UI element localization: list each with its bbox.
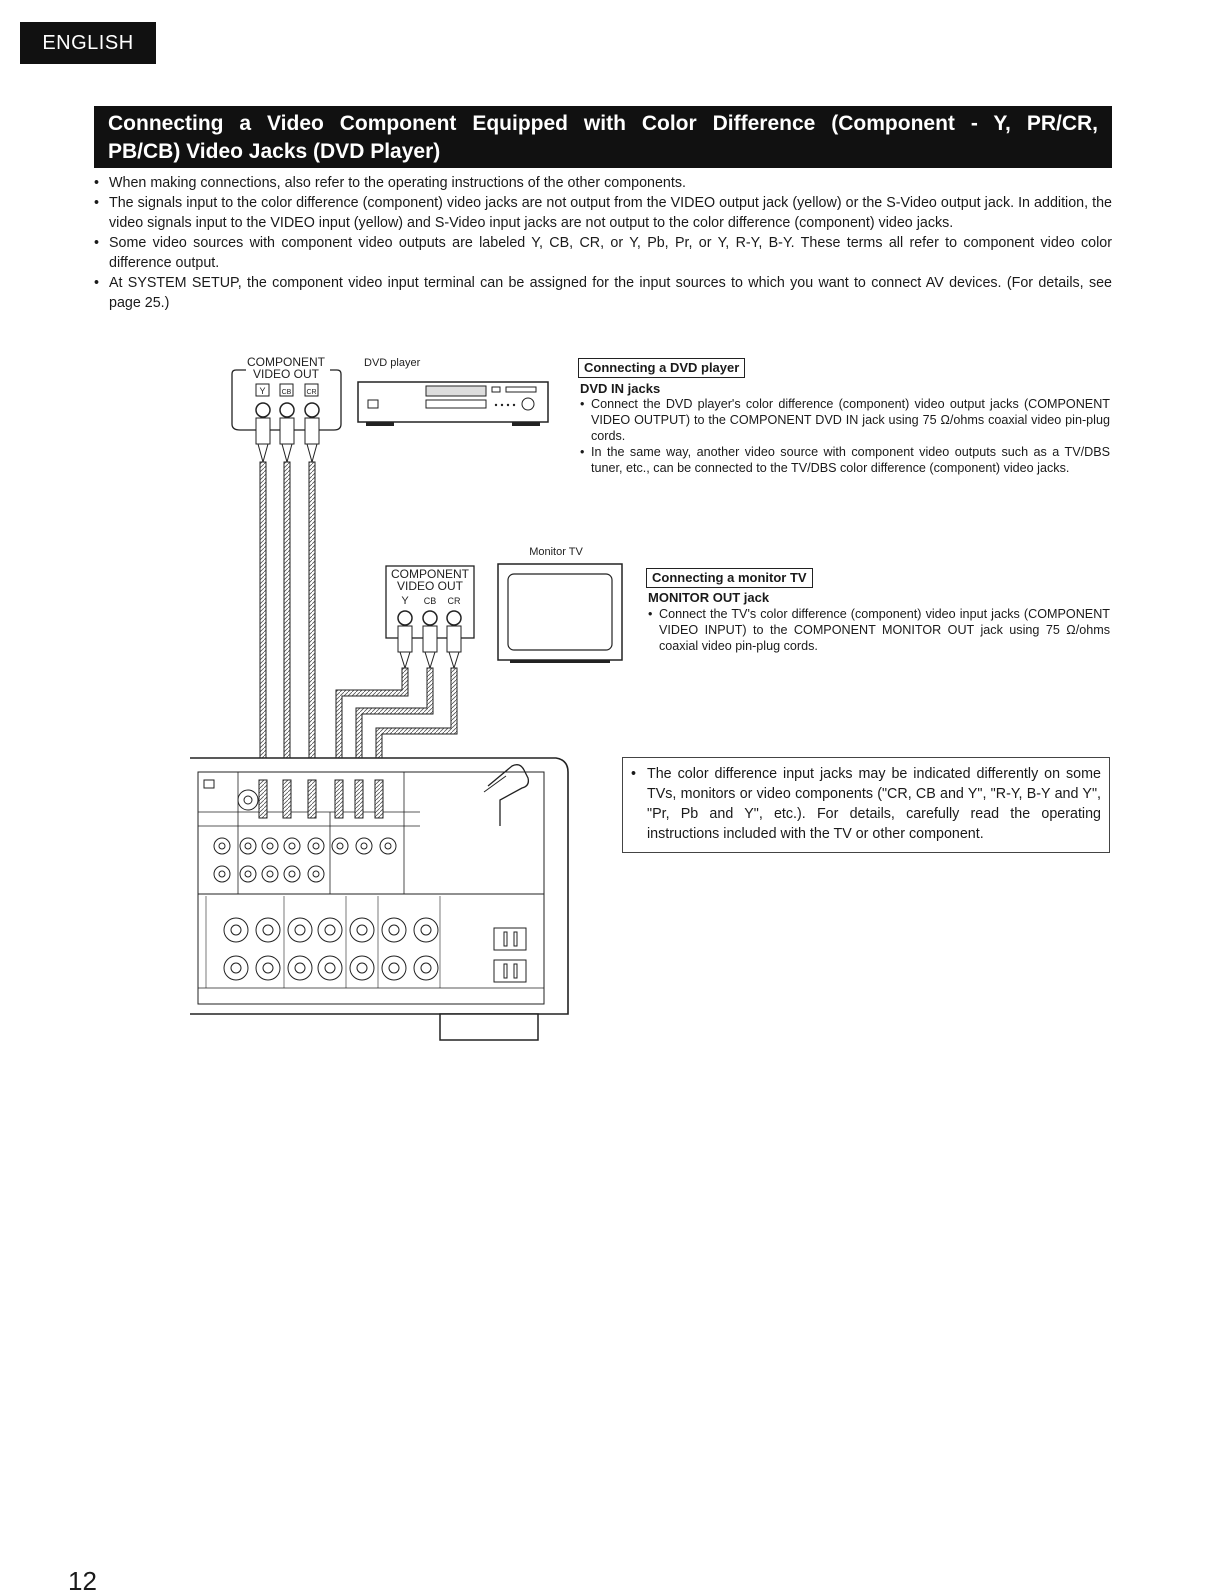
tv-cables (335, 625, 462, 781)
dvd-section-subheading: DVD IN jacks (580, 381, 661, 396)
dvd-player: DVD player (357, 357, 549, 426)
dvd-cables (255, 417, 320, 781)
dvd-component-label-1: COMPONENT (247, 355, 326, 369)
intro-bullet: The signals input to the color differenc… (92, 193, 1112, 233)
dvd-jack-cr-label: CR (306, 389, 316, 396)
dvd-section-heading: Connecting a DVD player (578, 358, 746, 378)
monitor-section-subheading: MONITOR OUT jack (648, 590, 770, 605)
dvd-jack-y-label: Y (259, 386, 265, 396)
intro-bullet: When making connections, also refer to t… (92, 173, 1112, 193)
tv-component-label-1: COMPONENT (391, 567, 470, 581)
dvd-component-label-2: VIDEO OUT (253, 367, 320, 381)
monitor-section-bullets: Connect the TV's color difference (compo… (648, 606, 1110, 654)
intro-bullet-list: When making connections, also refer to t… (92, 173, 1112, 313)
receiver-rear-panel (190, 757, 569, 1041)
tv-jack-cr-label: CR (448, 596, 461, 606)
dvd-player-label: DVD player (364, 357, 421, 369)
language-tab: ENGLISH (20, 22, 156, 64)
note-box: The color difference input jacks may be … (622, 757, 1110, 853)
tv-jack-y-label: Y (401, 595, 409, 607)
intro-bullet: At SYSTEM SETUP, the component video inp… (92, 273, 1112, 313)
intro-bullet: Some video sources with component video … (92, 233, 1112, 273)
section-title-line-2: PB/CB) Video Jacks (DVD Player) (108, 140, 441, 163)
tv-component-label-2: VIDEO OUT (397, 579, 464, 593)
monitor-section-bullet: Connect the TV's color difference (compo… (648, 606, 1110, 654)
monitor-tv: Monitor TV (497, 546, 623, 663)
dvd-section-bullet: In the same way, another video source wi… (580, 444, 1110, 476)
section-title: Connecting a Video Component Equipped wi… (94, 106, 1112, 168)
note-text: The color difference input jacks may be … (631, 764, 1101, 844)
tv-jack-cb-label: CB (424, 596, 437, 606)
dvd-section-bullets: Connect the DVD player's color differenc… (580, 396, 1110, 476)
dvd-section-bullet: Connect the DVD player's color differenc… (580, 396, 1110, 444)
monitor-section-heading: Connecting a monitor TV (646, 568, 813, 588)
page-number: 12 (68, 1566, 97, 1596)
section-title-line-1: Connecting a Video Component Equipped wi… (108, 112, 1098, 135)
dvd-jack-cb-label: CB (282, 389, 292, 396)
monitor-tv-label: Monitor TV (529, 546, 583, 558)
